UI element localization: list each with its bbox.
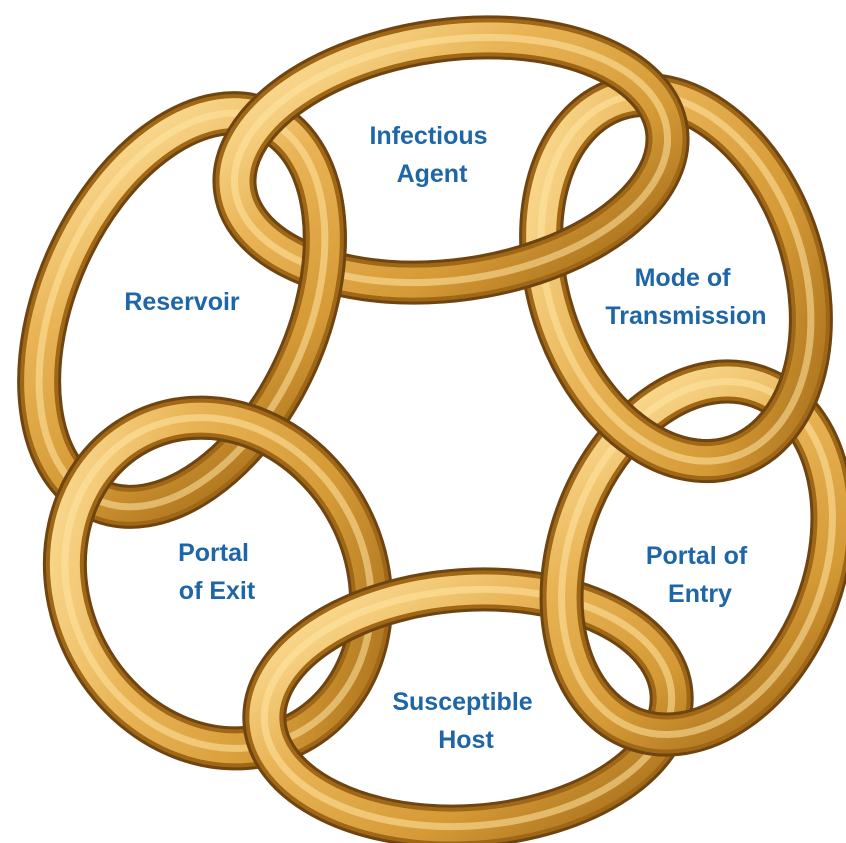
chain-link-susceptible-host-highlight (260, 585, 676, 831)
label-mode-of-transmission: Mode of Transmission (605, 264, 766, 330)
label-portal-of-entry-line-1: Portal of (646, 542, 748, 570)
chain-link-portal-of-exit-overlap (60, 420, 210, 500)
chain-link-portal-of-entry-overlap (560, 620, 670, 757)
label-infectious-agent: Infectious Agent (369, 122, 494, 188)
chain-link-overlaps (60, 100, 820, 757)
label-portal-of-exit: Portal of Exit (178, 539, 256, 605)
label-susceptible-host-line-2: Host (438, 726, 494, 754)
chain-link-mode-of-transmission-overlap-highlight (640, 380, 815, 460)
label-mode-of-transmission-line-2: Transmission (605, 302, 766, 330)
chain-link-portal-of-entry (539, 359, 846, 757)
label-susceptible-host: Susceptible Host (392, 688, 539, 754)
chain-link-susceptible-host (242, 567, 694, 843)
label-portal-of-entry: Portal of Entry (646, 542, 754, 608)
chain-link-portal-of-exit-overlap-highlight (61, 420, 210, 500)
label-reservoir: Reservoir (124, 288, 240, 316)
chain-link-portal-of-entry-overlap-highlight (560, 620, 670, 739)
label-portal-of-entry-line-2: Entry (668, 580, 732, 608)
label-portal-of-exit-line-2: of Exit (179, 577, 256, 605)
chain-link-infectious-agent-highlight (230, 33, 672, 287)
label-susceptible-host-line-1: Susceptible (392, 688, 532, 716)
chain-link-mode-of-transmission-overlap (640, 380, 820, 460)
label-infectious-agent-line-1: Infectious (369, 122, 487, 150)
chain-link-infectious-agent (212, 15, 690, 305)
chain-link-mode-of-transmission (519, 72, 833, 484)
chain-link-labels: Infectious Agent Mode of Transmission Po… (124, 122, 766, 754)
label-mode-of-transmission-line-1: Mode of (635, 264, 731, 292)
chain-links (17, 15, 846, 843)
label-reservoir-line-1: Reservoir (124, 288, 240, 316)
label-infectious-agent-line-2: Agent (397, 160, 469, 188)
label-portal-of-exit-line-1: Portal (178, 539, 249, 567)
